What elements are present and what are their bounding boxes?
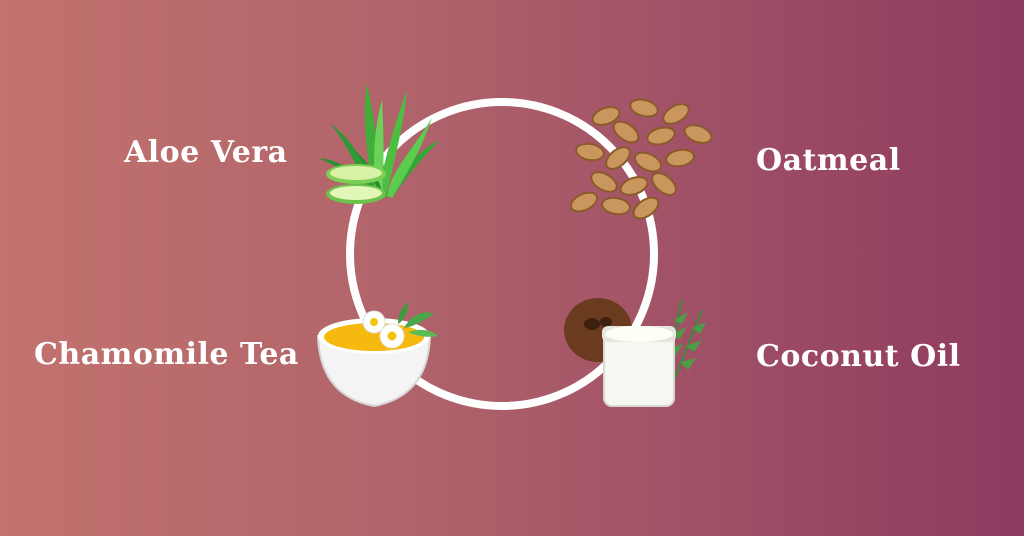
chamomile-tea-label: Chamomile Tea xyxy=(34,337,299,372)
oatmeal-icon xyxy=(566,96,726,220)
coconut-oil-label: Coconut Oil xyxy=(756,339,961,374)
aloe-vera-label: Aloe Vera xyxy=(124,135,288,170)
coconut-oil-icon xyxy=(562,280,722,410)
chamomile-tea-icon xyxy=(312,300,452,412)
oatmeal-label: Oatmeal xyxy=(756,143,901,178)
aloe-vera-icon xyxy=(312,78,442,208)
connector-ring xyxy=(346,98,658,410)
